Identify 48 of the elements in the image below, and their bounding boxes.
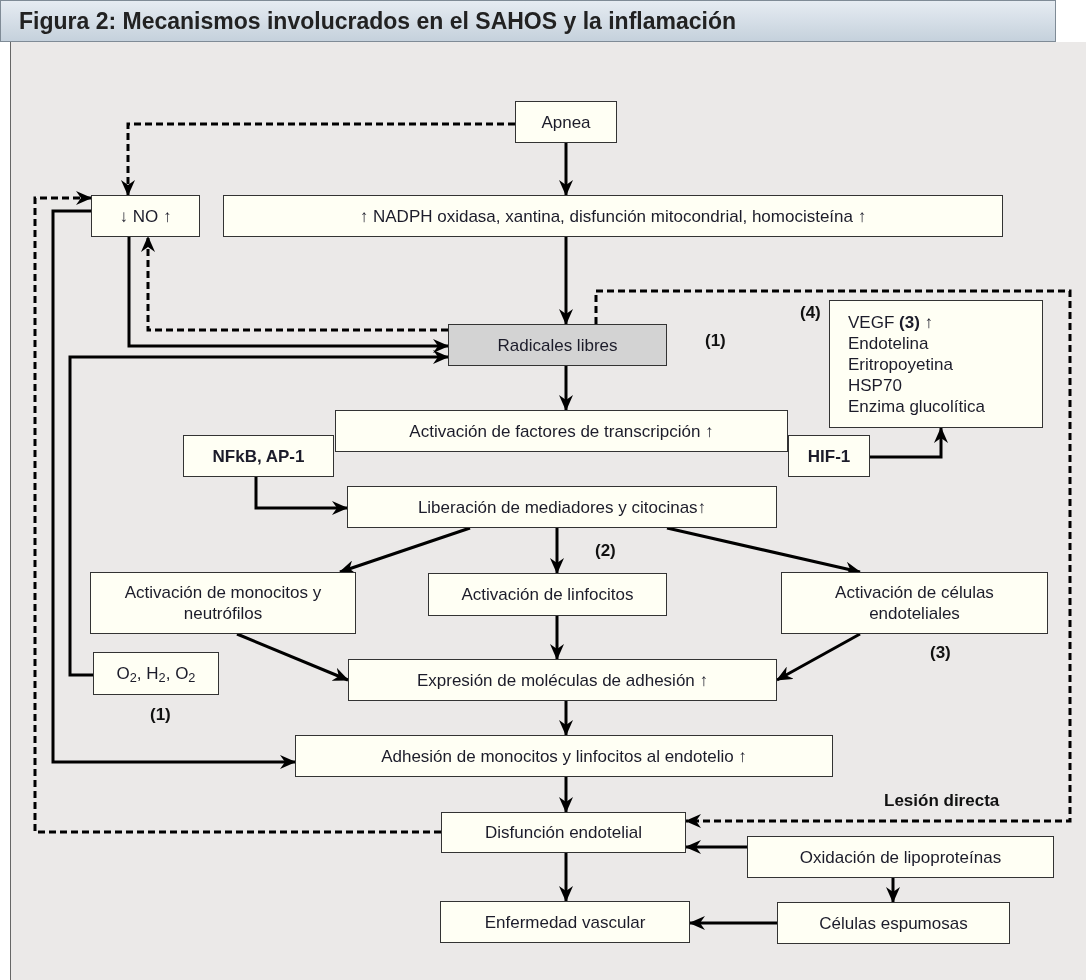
process-box: Activación de monocitos y neutrófilos (90, 572, 356, 634)
arrow (559, 777, 573, 813)
highlighted-process-box: Radicales libres (448, 324, 667, 366)
arrow (33, 191, 441, 834)
process-box: Activación de linfocitos (428, 573, 667, 616)
arrow (550, 616, 564, 660)
arrow (870, 427, 948, 459)
arrow (559, 701, 573, 736)
process-box: Liberación de mediadores y citocinas↑ (347, 486, 777, 528)
title-bar: Figura 2: Mecanismos involucrados en el SAHOS y la inflamación (0, 0, 1056, 42)
arrow (594, 289, 1072, 828)
arrow (68, 350, 449, 677)
process-box: ↓ NO ↑ (91, 195, 200, 237)
process-box: Enfermedad vascular (440, 901, 690, 943)
process-box: Oxidación de lipoproteínas (747, 836, 1054, 878)
process-box: HIF-1 (788, 435, 870, 477)
arrow (254, 477, 348, 515)
process-box: Apnea (515, 101, 617, 143)
process-box: Activación de células endoteliales (781, 572, 1048, 634)
arrow (236, 632, 349, 682)
process-box: Células espumosas (777, 902, 1010, 944)
process-box: Adhesión de monocitos y linfocitos al endotelio ↑ (295, 735, 833, 777)
arrow (550, 528, 564, 574)
arrow (559, 143, 573, 196)
callout-number: (2) (595, 540, 616, 562)
callout-number: (3) (930, 642, 951, 664)
arrow (559, 237, 573, 325)
process-box: Activación de factores de transcripción ↑ (335, 410, 788, 452)
process-box: O$_{2}$, H$_{2}$, O$_{2}$ (93, 652, 219, 695)
arrow (689, 916, 777, 930)
process-box: Expresión de moléculas de adhesión ↑ (348, 659, 777, 701)
arrow (886, 878, 900, 903)
process-box: VEGF (3) ↑ Endotelina Eritropoyetina HSP70 Enzima glucolítica (829, 300, 1043, 428)
arrow (121, 122, 515, 196)
arrow (127, 237, 449, 353)
arrow (141, 236, 448, 332)
callout-number: (1) (705, 330, 726, 352)
arrow (339, 526, 471, 574)
arrow (559, 853, 573, 902)
arrow (685, 840, 747, 854)
arrow (776, 632, 861, 682)
arrow (51, 209, 296, 769)
arrow (559, 366, 573, 411)
callout-number: (4) (800, 302, 821, 324)
process-box: ↑ NADPH oxidasa, xantina, disfunción mitocondrial, homocisteína ↑ (223, 195, 1003, 237)
process-box: Disfunción endotelial (441, 812, 686, 853)
callout-number: (1) (150, 704, 171, 726)
process-box: NFkB, AP-1 (183, 435, 334, 477)
